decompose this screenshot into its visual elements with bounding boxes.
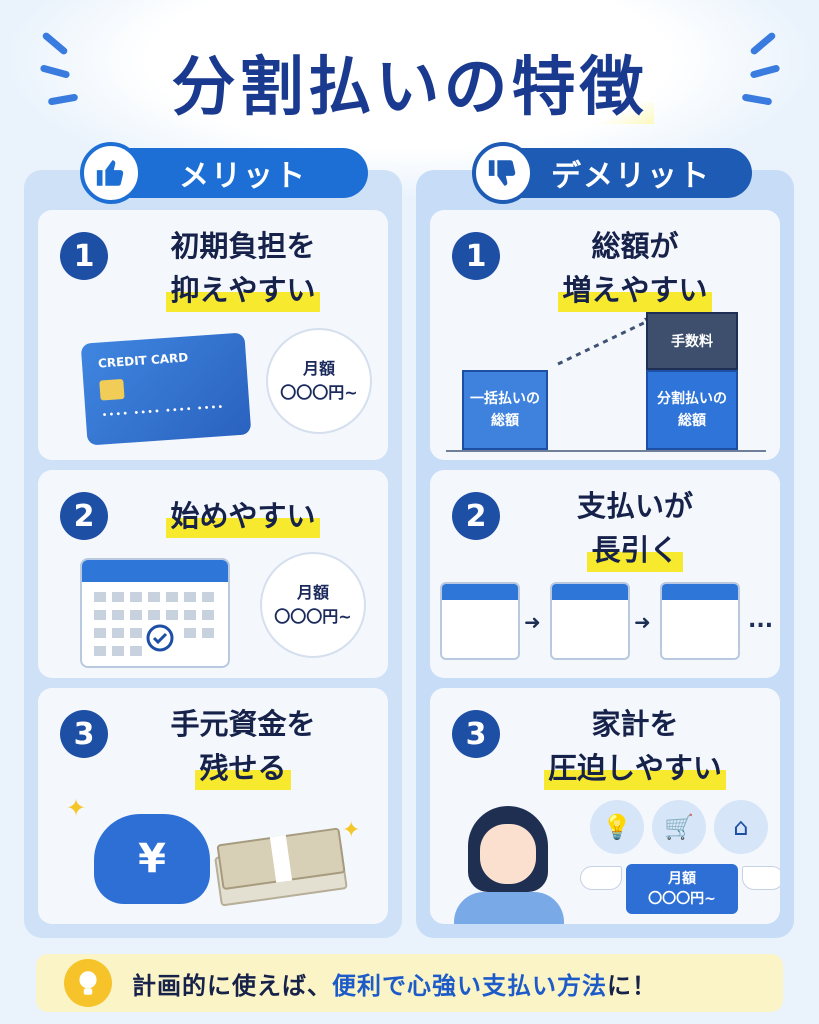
demerit-card-2: 2 支払いが 長引く ➜ ➜ ... [430,470,780,678]
merit-card-3-title: 手元資金を 残せる [118,702,368,790]
merit-card-2: 2 始めやすい 月額 〇〇〇円~ [38,470,388,678]
monthly-tag: 月額 〇〇〇円~ [626,864,738,914]
lightbulb-icon [64,959,112,1007]
number-badge: 3 [452,710,500,758]
merit-header-label: メリット [179,159,307,194]
demerit-card-1-title: 総額が 増えやすい [510,224,760,312]
sparkle-icon: ✦ [342,818,361,843]
number-badge: 1 [60,232,108,280]
credit-card-illustration: CREDIT CARD •••• •••• •••• •••• [80,332,252,446]
merit-card-3: 3 手元資金を 残せる ¥ ✦ ✦ [38,688,388,924]
credit-card-number: •••• •••• •••• •••• [101,401,225,422]
number-badge: 2 [452,492,500,540]
wing-icon [580,866,622,890]
calendar-icon [660,582,740,660]
baseline [446,450,766,452]
house-icon: ⌂ [714,800,768,854]
merit-card-1-title: 初期負担を 抑えやすい [118,224,368,312]
fee-bar: 手数料 [646,312,738,370]
ellipsis: ... [748,608,774,633]
title-main: 分割払いの [171,51,512,125]
footer-text-1: 計画的に使えば、 [132,971,332,1000]
number-badge: 2 [60,492,108,540]
page-title: 分割払いの特徴 [0,36,819,128]
lump-sum-bar: 一括払いの 総額 [462,370,548,450]
thumbs-up-icon [80,142,142,204]
merit-card-2-title: 始めやすい [118,494,368,538]
demerit-card-3: 3 家計を 圧迫しやすい 💡 🛒 ⌂ 月額 〇〇〇円~ [430,688,780,924]
demerit-header: デメリット [472,142,752,204]
chip-icon [99,378,125,401]
calendar-icon [80,558,230,668]
footer-banner: 計画的に使えば、便利で心強い支払い方法に！ [36,954,783,1012]
calendar-icon [440,582,520,660]
footer-text-2: 便利で心強い支払い方法 [332,971,607,1000]
merit-header: メリット [80,142,368,204]
cart-icon: 🛒 [652,800,706,854]
demerit-card-3-title: 家計を 圧迫しやすい [510,702,760,790]
number-badge: 1 [452,232,500,280]
demerit-card-2-title: 支払いが 長引く [510,484,760,572]
installment-bar: 分割払いの 総額 [646,370,738,450]
wing-icon [742,866,780,890]
merit-card-1: 1 初期負担を 抑えやすい CREDIT CARD •••• •••• ••••… [38,210,388,460]
title-highlight: 特徴 [505,36,654,128]
sparkle-icon: ✦ [66,794,87,822]
merit-column: メリット 1 初期負担を 抑えやすい CREDIT CARD •••• ••••… [24,142,402,938]
monthly-bubble: 月額 〇〇〇円~ [260,552,366,658]
monthly-bubble: 月額 〇〇〇円~ [266,328,372,434]
footer-text-3: に！ [607,971,657,1000]
cash-stack-icon [212,821,349,910]
calendar-icon [550,582,630,660]
number-badge: 3 [60,710,108,758]
wallet-icon: ¥ [94,814,210,904]
thumbs-down-icon [472,142,534,204]
lightbulb-icon: 💡 [590,800,644,854]
arrow-right-icon: ➜ [634,610,651,634]
demerit-card-1: 1 総額が 増えやすい 一括払いの 総額 手数料 分割払いの 総額 [430,210,780,460]
credit-card-label: CREDIT CARD [97,350,189,371]
demerit-column: デメリット 1 総額が 増えやすい 一括払いの 総額 手数料 分割払いの 総額 … [416,142,794,938]
arrow-right-icon: ➜ [524,610,541,634]
worried-person-illustration [454,806,564,924]
demerit-header-label: デメリット [551,159,711,194]
